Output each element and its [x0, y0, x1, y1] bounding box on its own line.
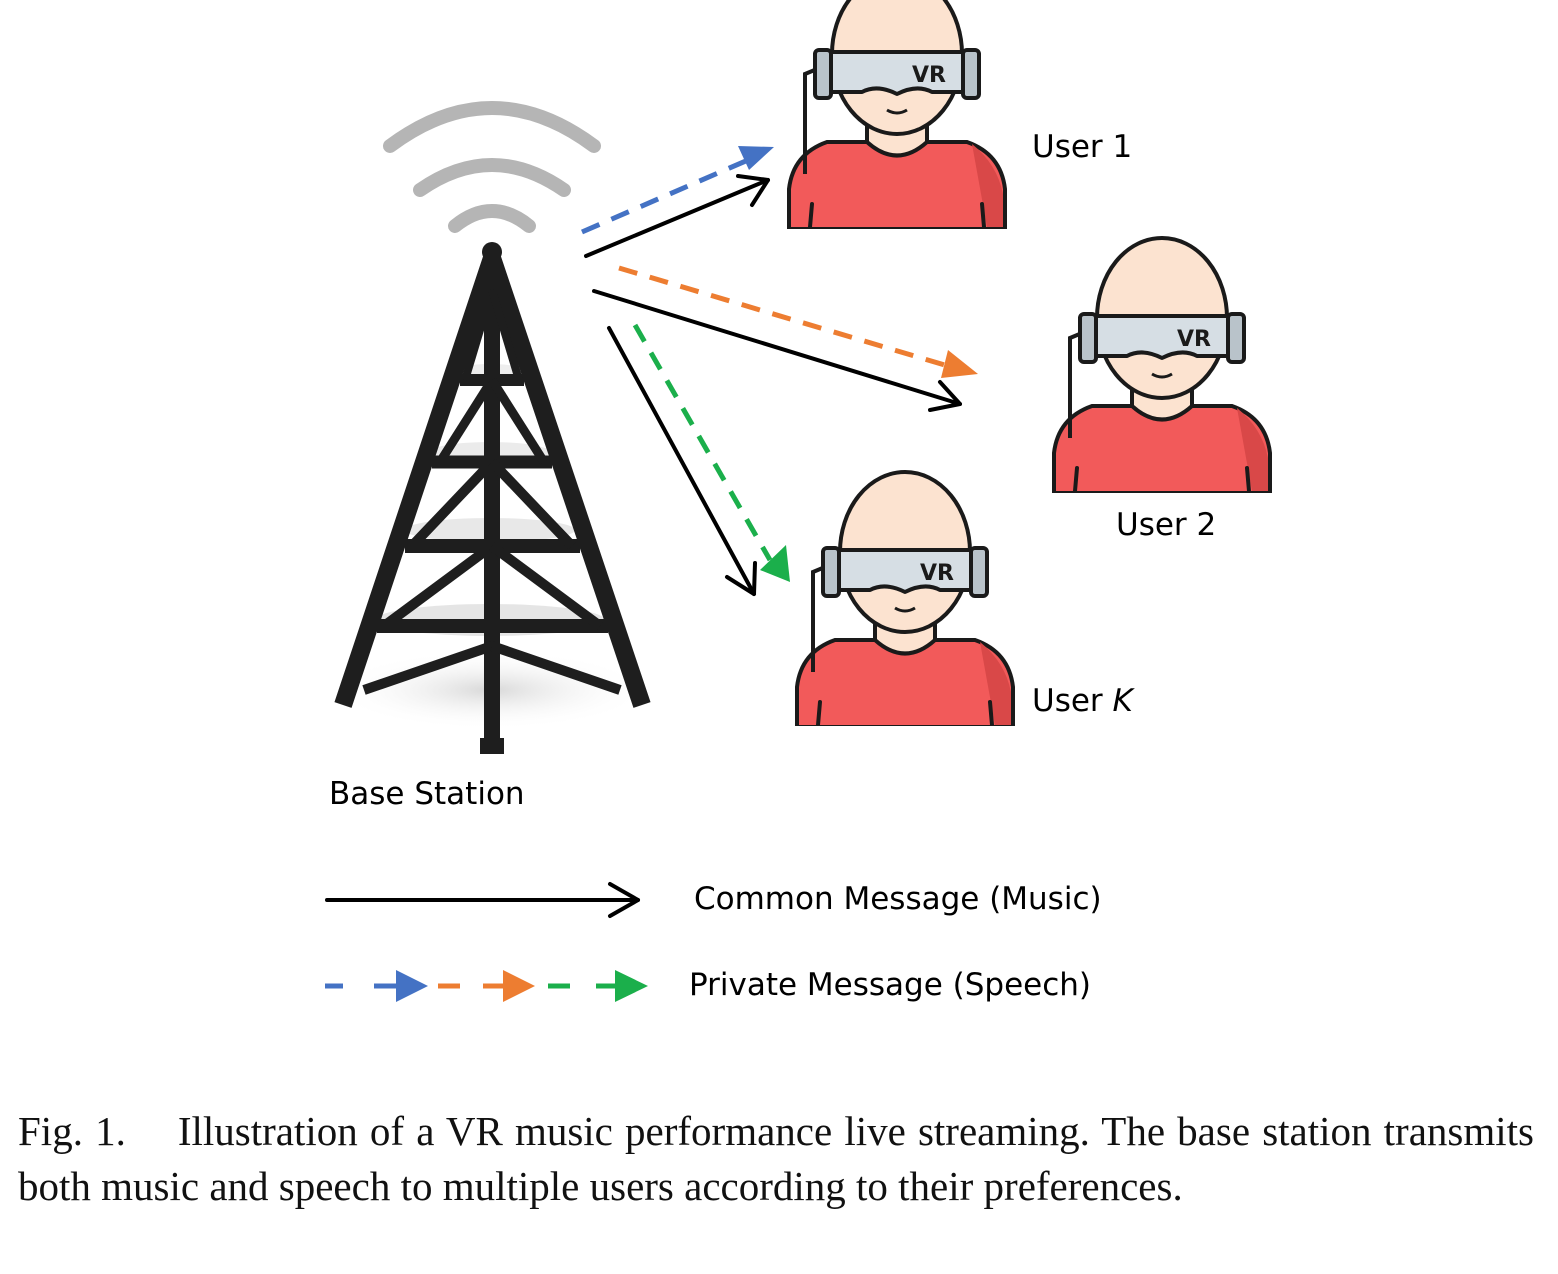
- common-arrowhead-user2: [928, 380, 962, 412]
- user-k-label: User K: [1032, 686, 1133, 717]
- private-message-arrows: [581, 157, 949, 562]
- user-k-prefix: User: [1032, 683, 1113, 719]
- private-arrow-user2: [618, 265, 949, 369]
- private-arrowhead-user1: [738, 146, 774, 170]
- common-message-arrows: [584, 174, 962, 596]
- figure-caption: Fig. 1.Illustration of a VR music perfor…: [18, 1104, 1534, 1214]
- common-arrow-user1: [584, 178, 770, 258]
- common-arrowhead-user1: [736, 174, 770, 207]
- common-arrow-userk: [607, 326, 756, 596]
- user-2-label: User 2: [1116, 507, 1217, 543]
- user-k-avatar: [795, 470, 1015, 729]
- legend-common-line: [325, 882, 640, 918]
- signal-waves-icon: [383, 101, 601, 233]
- legend-private-label: Private Message (Speech): [689, 967, 1092, 1003]
- user-2-avatar: [1052, 236, 1272, 495]
- private-arrow-userk: [632, 323, 773, 562]
- common-arrow-user2: [592, 289, 962, 406]
- figure-number: Fig. 1.: [18, 1108, 126, 1154]
- user-1-label: User 1: [1032, 129, 1133, 165]
- base-station-tower: [330, 242, 651, 754]
- base-station-label: Base Station: [329, 776, 525, 812]
- common-arrowhead-userk: [725, 561, 757, 596]
- user-k-variable: K: [1112, 683, 1133, 719]
- legend-common-label: Common Message (Music): [694, 881, 1102, 917]
- caption-text: Illustration of a VR music performance l…: [18, 1108, 1534, 1209]
- legend-private-line: [325, 970, 648, 1002]
- user-1-avatar: [787, 0, 1007, 231]
- private-arrowhead-userk: [760, 545, 790, 582]
- private-arrowhead-user2: [941, 350, 978, 378]
